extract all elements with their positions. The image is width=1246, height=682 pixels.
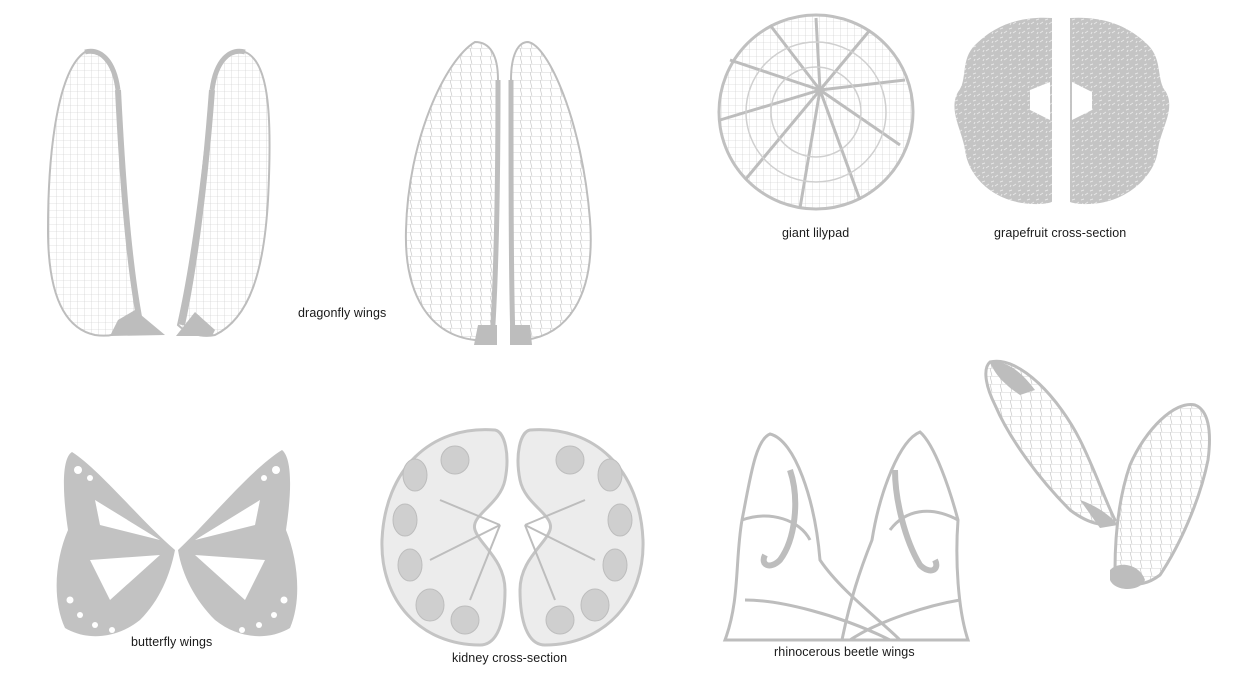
lilypad-caption: giant lilypad [782, 226, 850, 240]
kidney-caption: kidney cross-section [452, 651, 568, 665]
beetle-caption: rhinocerous beetle wings [774, 645, 915, 659]
dragonfly-wing-left-inner [176, 50, 271, 337]
rhinoceros-beetle-wings-illustration [722, 430, 971, 642]
lilypad-illustration [717, 13, 915, 211]
insect-wings-illustration [984, 359, 1211, 589]
kidney-illustration [380, 428, 645, 647]
dragonfly-wing-right-inner [404, 40, 500, 341]
grapefruit-caption: grapefruit cross-section [994, 226, 1127, 240]
dragonfly-wing-right-outer [509, 40, 592, 341]
butterfly-wings-illustration [56, 450, 298, 637]
butterfly-caption: butterfly wings [131, 635, 213, 649]
grapefruit-illustration [954, 17, 1170, 205]
dragonfly-caption: dragonfly wings [298, 306, 387, 320]
dragonfly-wings-illustration [46, 40, 592, 345]
